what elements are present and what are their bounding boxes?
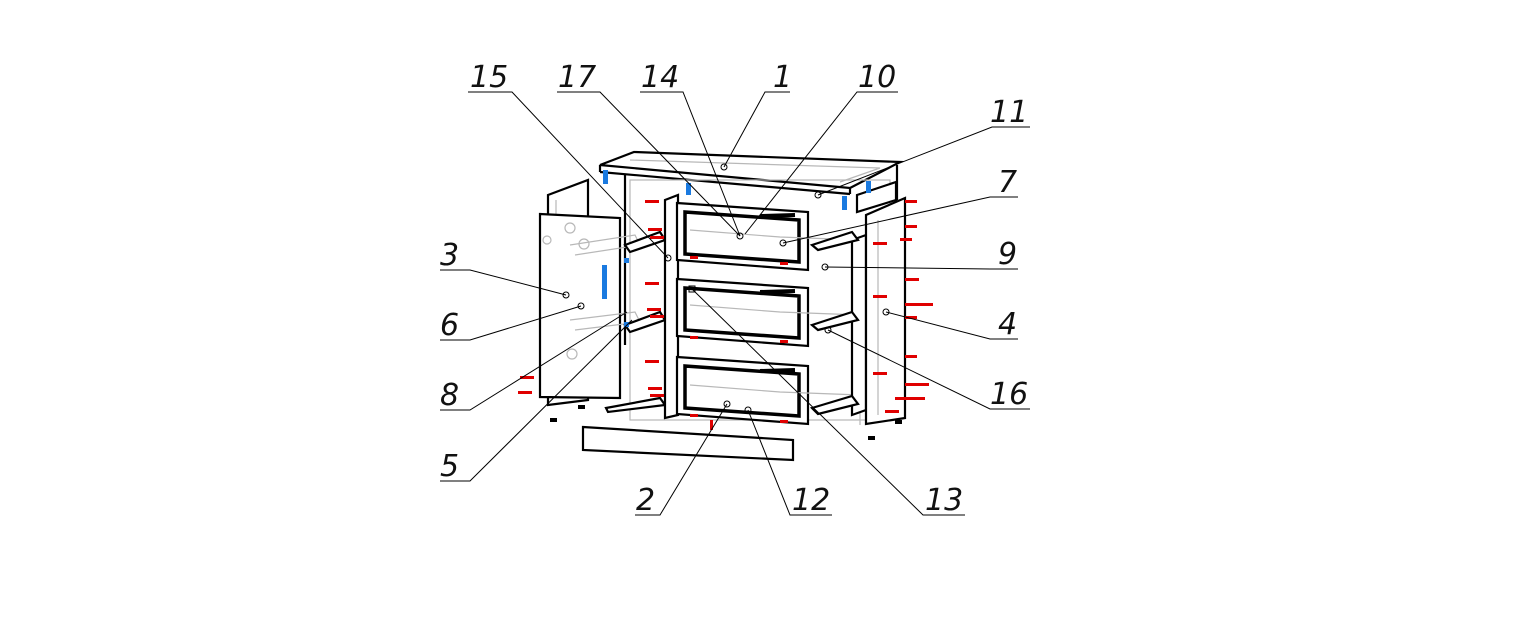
callout-4: 4 (998, 307, 1017, 342)
callout-16: 16 (990, 377, 1028, 412)
plinth (581, 425, 795, 462)
callout-13: 13 (925, 483, 963, 518)
callout-1: 1 (773, 60, 792, 95)
drawer-middle (675, 277, 861, 350)
top-panel (598, 150, 905, 196)
callout-6: 6 (440, 308, 459, 343)
door-handle (602, 265, 607, 299)
drawer-bottom (675, 355, 861, 426)
callout-9: 9 (998, 237, 1017, 272)
callout-5: 5 (440, 449, 459, 484)
callout-2: 2 (636, 483, 655, 518)
right-side-panel (809, 230, 868, 417)
callout-10: 10 (858, 60, 896, 95)
callout-17: 17 (558, 60, 596, 95)
leader-lines (440, 91, 1030, 516)
callout-8: 8 (440, 378, 459, 413)
callout-11: 11 (990, 95, 1028, 130)
callout-12: 12 (792, 483, 830, 518)
callout-7: 7 (998, 165, 1017, 200)
right-back-panel (855, 180, 898, 214)
right-door (864, 196, 907, 426)
fasteners (518, 170, 933, 440)
callout-3: 3 (440, 238, 459, 273)
callout-15: 15 (470, 60, 508, 95)
bottom-panel (604, 396, 667, 414)
callout-14: 14 (641, 60, 679, 95)
